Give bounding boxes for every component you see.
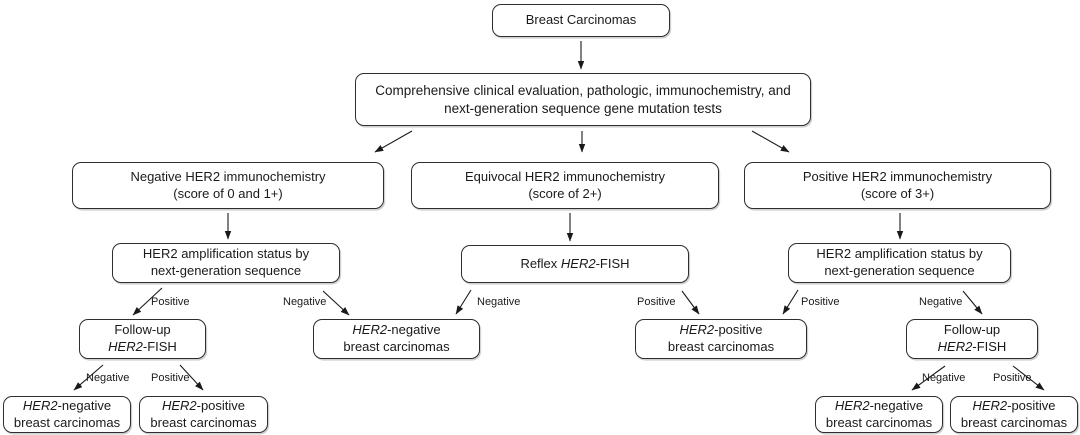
node-text: HER2-positive [162,398,245,415]
gene-name-italic: HER2 [108,339,143,354]
edge-label-negative: Negative [86,372,130,384]
edge-label-negative: Negative [922,372,966,384]
arrow-followup-right-to-her2-negative [911,365,946,391]
gene-name-italic: HER2 [834,397,870,413]
edge-label-positive: Positive [151,372,190,384]
edge-label-negative: Negative [477,296,521,308]
node-equivocal-her2-ihc: Equivocal HER2 immunochemistry (score of… [411,162,719,209]
text-segment: -positive [196,397,246,413]
node-text: HER2-positive [679,322,762,339]
node-text: Positive HER2 immunochemistry [802,168,993,184]
node-text: HER2-negative [835,398,923,415]
node-text: breast carcinomas [960,414,1068,430]
node-text: Reflex HER2-FISH [520,256,629,273]
gene-name-italic: HER2 [679,322,715,338]
node-text: breast carcinomas [343,339,450,354]
arrow-ngs-right-to-followup-right [962,290,983,315]
node-text: next-generation sequence [824,263,975,278]
node-reflex-her2-fish: Reflex HER2-FISH [461,245,689,283]
node-text: (score of 0 and 1+) [173,185,283,201]
text-segment: Reflex [520,255,561,271]
edge-label-positive: Positive [801,296,840,308]
text-segment: -FISH [595,255,630,271]
node-text: (score of 3+) [860,185,935,201]
node-text: breast carcinomas [825,414,933,430]
node-text: breast carcinomas [150,414,257,430]
node-text: HER2-positive [972,398,1055,415]
arrow-ngs-left-to-followup-left [132,287,163,316]
node-her2-negative-bottom-right: HER2-negative breast carcinomas [815,396,943,433]
arrow-ngs-right-to-her2-positive-mid [782,289,799,315]
text-segment: -FISH [142,339,177,354]
node-text: Follow-up [943,322,1001,338]
arrow-evaluation-to-negative-ihc [374,130,413,153]
node-text: HER2-negative [23,398,111,415]
gene-name-italic: HER2 [972,397,1008,413]
arrow-evaluation-to-positive-ihc [751,130,790,153]
node-text: Breast Carcinomas [525,12,637,28]
arrow-followup-left-to-her2-positive [179,364,204,391]
gene-name-italic: HER2 [560,255,596,271]
node-followup-fish-right: Follow-up HER2-FISH [906,319,1038,359]
arrow-ngs-left-to-her2-negative-mid [322,290,350,316]
node-text: Comprehensive clinical evaluation, patho… [375,82,791,98]
node-text: Equivocal HER2 immunochemistry [464,168,666,184]
node-text: Follow-up [114,322,171,338]
node-text: HER2-FISH [108,339,177,356]
edge-label-positive: Positive [637,296,676,308]
text-segment: -negative [869,397,924,413]
arrow-followup-left-to-her2-negative [73,364,104,391]
node-text: HER2 amplification status by [142,246,310,262]
gene-name-italic: HER2 [22,397,58,413]
edge-label-negative: Negative [283,296,327,308]
text-segment: -positive [1007,397,1056,413]
arrow-followup-right-to-her2-positive [1012,365,1045,391]
arrow-reflex-fish-to-her2-positive-mid [681,290,700,315]
node-negative-her2-ihc: Negative HER2 immunochemistry (score of … [72,162,384,209]
node-text: breast carcinomas [13,414,121,430]
node-her2-positive-bottom-right: HER2-positive breast carcinomas [950,396,1078,433]
node-text: HER2 amplification status by [816,246,983,262]
arrow-reflex-fish-to-her2-negative-mid [455,289,472,315]
node-ngs-status-right: HER2 amplification status by next-genera… [788,243,1011,283]
node-her2-positive-bottom-left: HER2-positive breast carcinomas [139,396,268,433]
gene-name-italic: HER2 [937,339,973,354]
node-her2-negative-bottom-left: HER2-negative breast carcinomas [3,396,131,433]
edge-label-positive: Positive [993,372,1032,384]
node-text: Negative HER2 immunochemistry [130,168,326,184]
gene-name-italic: HER2 [352,322,388,338]
node-comprehensive-evaluation: Comprehensive clinical evaluation, patho… [355,73,811,126]
node-followup-fish-left: Follow-up HER2-FISH [79,319,206,359]
node-ngs-status-left: HER2 amplification status by next-genera… [112,243,340,283]
node-her2-negative-mid: HER2-negative breast carcinomas [313,319,480,359]
gene-name-italic: HER2 [161,397,197,413]
node-her2-positive-mid: HER2-positive breast carcinomas [635,319,807,359]
edge-label-positive: Positive [151,296,190,308]
node-text: HER2-negative [352,322,440,339]
node-text: HER2-FISH [938,339,1007,356]
node-breast-carcinomas: Breast Carcinomas [492,4,670,37]
text-segment: -negative [57,397,112,413]
edge-label-negative: Negative [919,296,963,308]
node-positive-her2-ihc: Positive HER2 immunochemistry (score of … [744,162,1051,209]
node-text: next-generation sequence [150,263,302,278]
node-text: breast carcinomas [667,339,775,354]
node-text: next-generation sequence gene mutation t… [444,100,722,116]
text-segment: -negative [387,322,441,338]
text-segment: -FISH [972,339,1007,354]
node-text: (score of 2+) [528,185,602,201]
text-segment: -positive [714,322,763,338]
